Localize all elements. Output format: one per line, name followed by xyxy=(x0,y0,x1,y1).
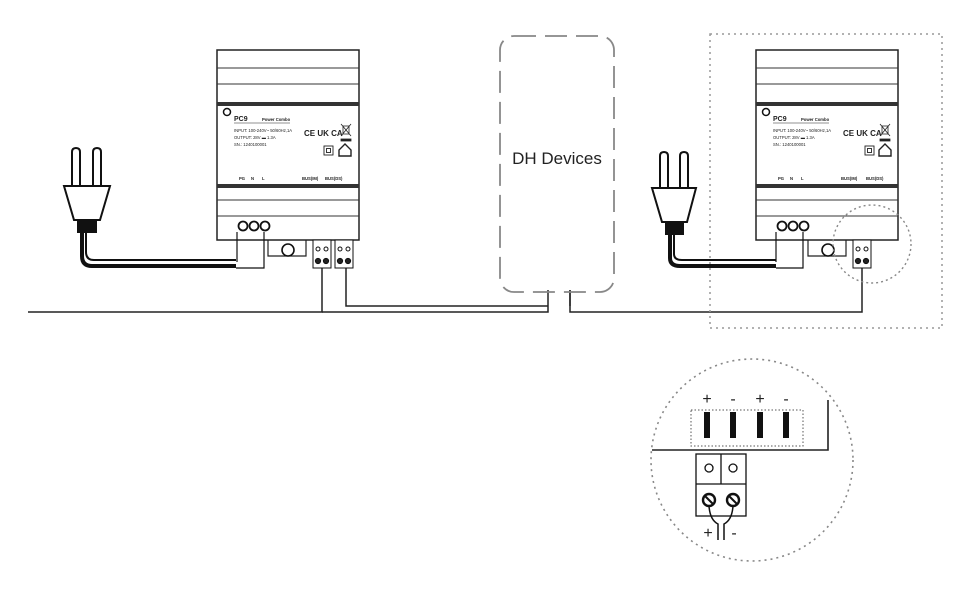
double-insulation-icon xyxy=(323,145,334,156)
dh-devices-label: DH Devices xyxy=(512,149,602,168)
wire-plus: + xyxy=(703,525,712,542)
indoor-use-icon xyxy=(878,143,892,157)
bus-terminal-block xyxy=(852,239,872,269)
serial-number: SN.: 1240100001 xyxy=(773,142,806,147)
polarity-plus-2: + xyxy=(755,391,764,408)
terminal-detail-magnifier: + - + - + - xyxy=(650,358,854,562)
bus-wires xyxy=(708,505,734,540)
serial-number: SN.: 1240100001 xyxy=(234,142,267,147)
cert-marks: CE UK CA xyxy=(304,129,343,138)
bus-contact-bars xyxy=(704,412,789,438)
power-plug-icon xyxy=(650,150,776,268)
terminal-pg: PG xyxy=(239,176,245,181)
product-label: Power Combo xyxy=(801,117,830,122)
product-label: Power Combo xyxy=(262,117,291,122)
power-plug-icon xyxy=(62,146,236,268)
weee-icon xyxy=(879,123,891,142)
cert-marks: CE UK CA xyxy=(843,129,882,138)
power-combo-unit-2: PC9 Power Combo INPUT: 100-240V~ 50/60Hz… xyxy=(650,49,912,284)
polarity-minus-1: - xyxy=(730,391,735,408)
indoor-use-icon xyxy=(338,143,352,157)
terminal-l: L xyxy=(801,176,804,181)
dh-devices-box: DH Devices xyxy=(499,35,615,293)
terminal-bus-im: BUS(IM) xyxy=(841,176,858,181)
polarity-minus-2: - xyxy=(783,391,788,408)
model-label: PC9 xyxy=(773,116,787,123)
highlight-frame xyxy=(709,33,943,329)
terminal-pg: PG xyxy=(778,176,784,181)
input-spec: INPUT: 100-240V~ 50/60Hz,1A xyxy=(234,128,292,133)
ac-terminal-block xyxy=(236,220,271,269)
terminal-l: L xyxy=(262,176,265,181)
model-label: PC9 xyxy=(234,116,248,123)
terminal-n: N xyxy=(790,176,793,181)
output-spec: OUTPUT: 28V ▬ 1.3A xyxy=(234,135,276,140)
terminal-n: N xyxy=(251,176,254,181)
bus-terminal-block xyxy=(312,239,354,269)
terminal-bus-ds: BUS(DS) xyxy=(325,176,343,181)
input-spec: INPUT: 100-240V~ 50/60Hz,1A xyxy=(773,128,831,133)
polarity-plus-1: + xyxy=(702,391,711,408)
weee-icon xyxy=(340,123,352,142)
double-insulation-icon xyxy=(864,145,875,156)
screw-terminal-block xyxy=(695,453,747,517)
zoom-indicator-circle xyxy=(832,204,912,284)
power-combo-unit-1: PC9 Power Combo INPUT: 100-240V~ 50/60Hz… xyxy=(62,49,360,269)
wire-minus: - xyxy=(731,525,736,542)
output-spec: OUTPUT: 28V ▬ 1.3A xyxy=(773,135,815,140)
terminal-bus-ds: BUS(DS) xyxy=(866,176,884,181)
bus-line xyxy=(28,262,863,313)
ac-terminal-block xyxy=(775,220,810,269)
terminal-bus-im: BUS(IM) xyxy=(302,176,319,181)
